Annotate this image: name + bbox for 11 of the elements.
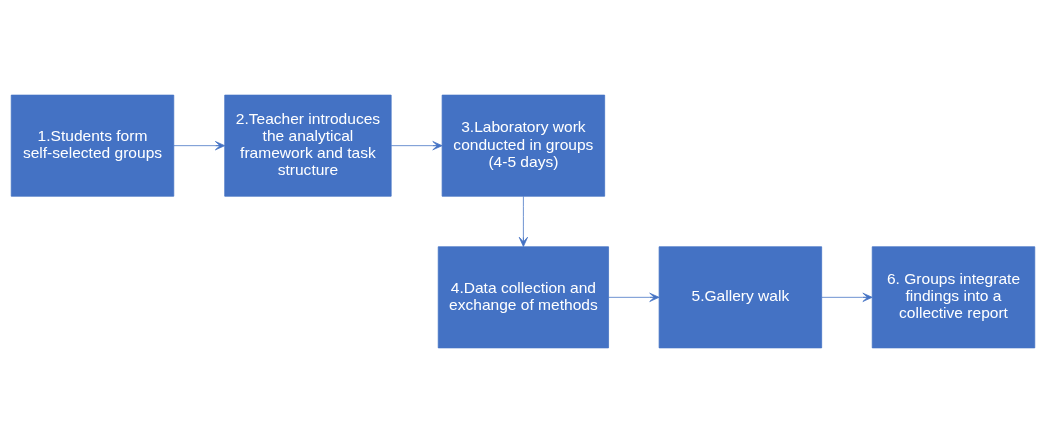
node-box: 1.Students form self-selected groups [10,94,175,197]
node-box: 3.Laboratory work conducted in groups (4-5 days) [441,94,606,197]
node-box: 6. Groups integrate findings into a collective report [871,245,1036,348]
node-box: 5.Gallery walk [658,245,823,348]
arrow [173,140,226,150]
node-box: 4.Data collection and exchange of methods [437,245,609,348]
arrow [608,292,660,302]
arrow [518,195,528,247]
arrow [821,292,873,302]
arrow [390,140,443,150]
node-box: 2.Teacher introduces the analytical framework and task structure [224,94,392,197]
